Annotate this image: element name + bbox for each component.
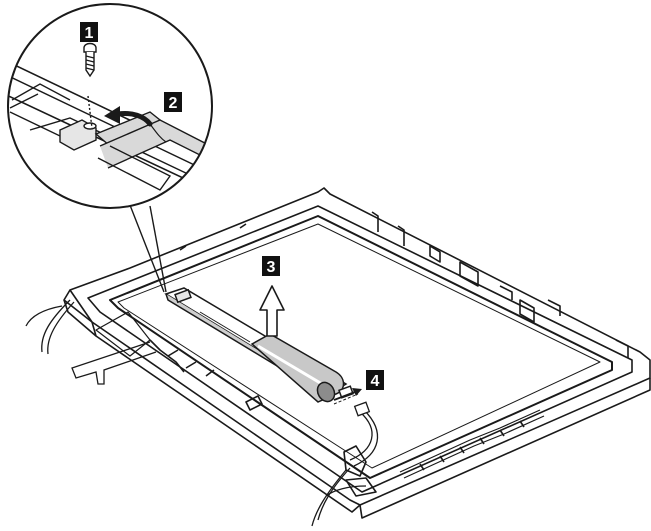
screw-icon: [83, 42, 97, 78]
up-arrow-icon: [259, 285, 285, 337]
step-number-1: 1: [85, 25, 94, 42]
step-number-2: 2: [169, 95, 178, 112]
magnified-detail: [7, 3, 213, 209]
step-number-3: 3: [267, 259, 276, 276]
curved-arrow-icon: [104, 106, 167, 143]
step-badge-3: 3: [262, 256, 280, 276]
step-badge-1: 1: [80, 22, 98, 42]
cables: [25, 299, 379, 527]
right-arrow-icon: [333, 388, 362, 405]
display-bezel: [63, 187, 651, 519]
callout-pointer: [127, 199, 167, 293]
step-number-4: 4: [371, 373, 380, 390]
step-badge-2: 2: [164, 92, 182, 112]
step-badge-4: 4: [366, 370, 384, 390]
inverter-board: [164, 287, 354, 403]
